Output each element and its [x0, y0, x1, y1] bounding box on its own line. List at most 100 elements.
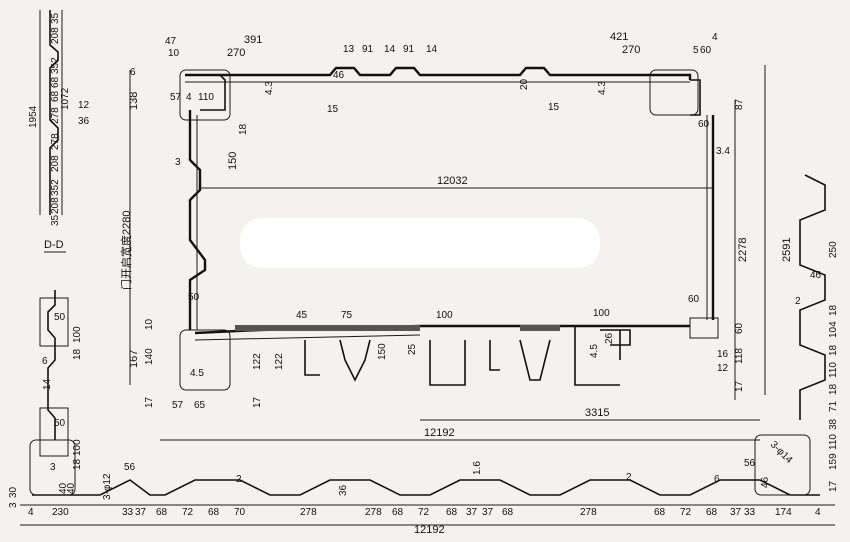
bottom-dim-23: 4: [815, 507, 821, 518]
bottom-dim-20: 37: [730, 507, 742, 518]
top-dim-14b: 14: [426, 44, 438, 55]
dim-3: 3: [175, 157, 181, 168]
main-frame: [129, 65, 766, 441]
lower-dim-50a: 50: [54, 312, 66, 323]
right-dim-250: 250: [828, 241, 839, 258]
left-dim-208c: 208: [50, 197, 61, 214]
left-column-section: 35 208 352 68 68 278 1954 1072 12 36 278…: [28, 10, 90, 253]
dim-140: 140: [144, 348, 155, 365]
left-dim-1072: 1072: [60, 87, 71, 110]
vertical-label-door-width: 门开启宽度2280: [119, 211, 133, 290]
bottom-profile: [20, 434, 835, 526]
bottom-dim-6: 6: [714, 474, 720, 485]
right-dim-2: 2: [795, 296, 801, 307]
lower-dim-50b: 50: [54, 418, 66, 429]
dim-46: 46: [333, 70, 345, 81]
dim-17a: 17: [144, 396, 155, 408]
left-dim-68a: 68: [50, 76, 61, 88]
top-dim-4: 4: [712, 32, 718, 43]
dim-20: 20: [519, 78, 530, 90]
lower-dim-40b: 40: [66, 482, 77, 494]
dim-57b: 57: [172, 400, 184, 411]
right-dim-38: 38: [828, 418, 839, 430]
top-dim-60: 60: [700, 45, 712, 56]
bottom-dims: 4 230 33 37 68 72 68 70 278 278 68 72 68…: [28, 439, 821, 518]
bottom-dim-36: 36: [338, 484, 349, 496]
bottom-dim-13: 37: [466, 507, 478, 518]
left-dim-36: 36: [78, 116, 90, 127]
bottom-dim-1: 230: [52, 507, 69, 518]
dim-6: 6: [130, 67, 136, 78]
dim-17c: 17: [734, 380, 745, 392]
right-dim-71: 71: [828, 400, 839, 412]
top-dim-5: 5: [693, 45, 699, 56]
dim-60b: 60: [688, 294, 700, 305]
dim-12032: 12032: [437, 175, 468, 187]
section-label-dd: D-D: [44, 239, 64, 251]
bottom-dim-56a: 56: [124, 462, 136, 473]
bottom-dim-15: 68: [502, 507, 514, 518]
dim-12: 12: [717, 363, 729, 374]
dim-138: 138: [128, 92, 140, 110]
right-dim-18b: 18: [828, 344, 839, 356]
dim-12192-mid: 12192: [424, 427, 455, 439]
top-dim-391: 391: [244, 34, 262, 46]
bottom-dim-0: 4: [28, 507, 34, 518]
dim-100b: 100: [593, 308, 610, 319]
dim-4-5a: 4.5: [190, 368, 204, 379]
lower-dim-30: 30: [8, 486, 19, 498]
lower-dim-3b: 3: [8, 502, 19, 508]
dim-2278: 2278: [737, 238, 749, 262]
dim-4-5b: 4.5: [589, 344, 600, 358]
left-dim-208b: 208: [50, 155, 61, 172]
dim-75: 75: [341, 310, 353, 321]
dim-4-3a: 4.3: [264, 81, 275, 95]
left-dim-12: 12: [78, 100, 90, 111]
main-labels: 391 270 47 10 13 91 14 91 14 421 270 4 5…: [119, 31, 793, 536]
dim-4-3b: 4.3: [597, 81, 608, 95]
dim-87: 87: [734, 98, 745, 110]
dim-15a: 15: [327, 104, 339, 115]
lower-dim-14: 14: [42, 378, 53, 390]
left-dim-278: 278: [50, 107, 61, 124]
bottom-dim-11: 72: [418, 507, 430, 518]
dim-150a: 150: [227, 152, 239, 170]
dim-16: 16: [717, 349, 729, 360]
right-dim-159: 159: [828, 453, 839, 470]
left-dim-35-bottom: 35: [50, 214, 61, 226]
dim-122b: 122: [274, 353, 285, 370]
bottom-dim-19: 68: [706, 507, 718, 518]
bottom-dim-14: 37: [482, 507, 494, 518]
bottom-dim-46: 46: [760, 476, 771, 488]
top-dim-10: 10: [168, 48, 180, 59]
bottom-dim-18: 72: [680, 507, 692, 518]
left-dim-208: 208: [50, 27, 61, 44]
dim-3-4: 3.4: [716, 146, 730, 157]
top-dim-270-right: 270: [622, 44, 640, 56]
bottom-phi12: 3-φ12: [102, 473, 113, 500]
dim-10: 10: [144, 318, 155, 330]
dim-167: 167: [128, 350, 140, 368]
top-dim-421: 421: [610, 31, 628, 43]
right-dim-18a: 18: [828, 304, 839, 316]
dim-60a: 60: [698, 119, 710, 130]
bottom-dim-2: 33: [122, 507, 134, 518]
right-dim-110a: 110: [828, 362, 839, 378]
lower-dim-6: 6: [42, 356, 48, 367]
bottom-dim-5: 72: [182, 507, 194, 518]
bottom-phi14: 3-φ14: [768, 439, 795, 466]
left-dim-1954: 1954: [28, 105, 39, 128]
bottom-dim-2a: 2: [236, 474, 242, 485]
right-dim-17: 17: [828, 480, 839, 492]
dim-15b: 15: [548, 102, 560, 113]
right-dim-104: 104: [828, 321, 839, 338]
dim-45: 45: [296, 310, 308, 321]
lower-dim-18a: 18: [72, 348, 83, 360]
right-side-profile: 250 46 2 18 104 18 110 18 71 38 110 159 …: [795, 174, 839, 492]
top-dim-91b: 91: [403, 44, 415, 55]
dim-17b: 17: [252, 396, 263, 408]
top-dim-14a: 14: [384, 44, 396, 55]
bottom-dim-3: 37: [135, 507, 147, 518]
left-lower-profile: 50 18 100 6 14 50 18 100 3 40 40 30 3: [8, 290, 83, 508]
